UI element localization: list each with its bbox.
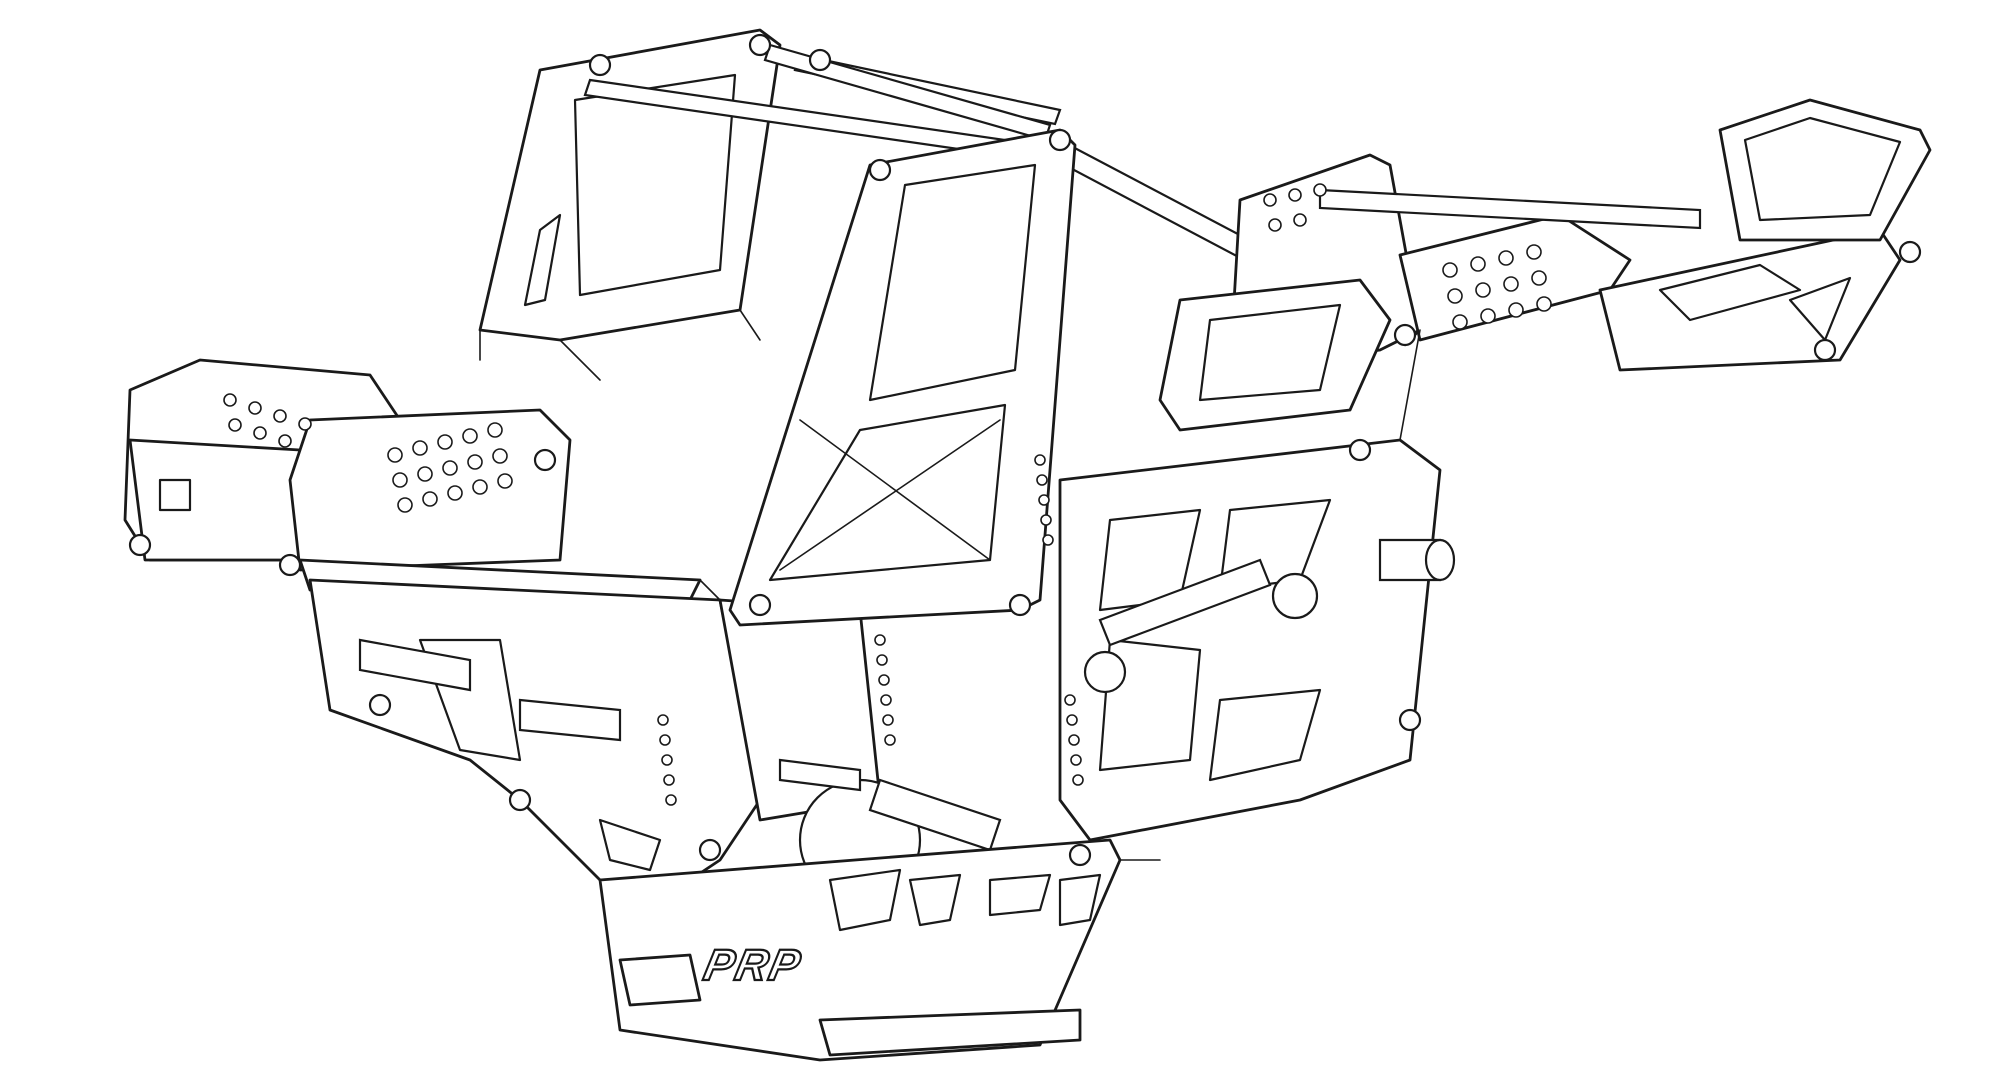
rear-right-plates [1228,98,1932,372]
front-left-mount [123,358,702,602]
hole-patterns [223,183,1552,806]
left-lower-rail [308,578,762,902]
rear-cage-hoop [478,28,782,342]
front-skid-plate [598,838,1122,1062]
front-cage-hoop [728,128,1077,627]
logo-text: PRP [700,941,807,989]
prp-logo: PRP [698,940,807,991]
detail-lines [479,309,1421,861]
rear-mid-arm [1158,278,1392,432]
right-main-rail [1058,438,1456,842]
bolt-heads [128,33,1922,867]
